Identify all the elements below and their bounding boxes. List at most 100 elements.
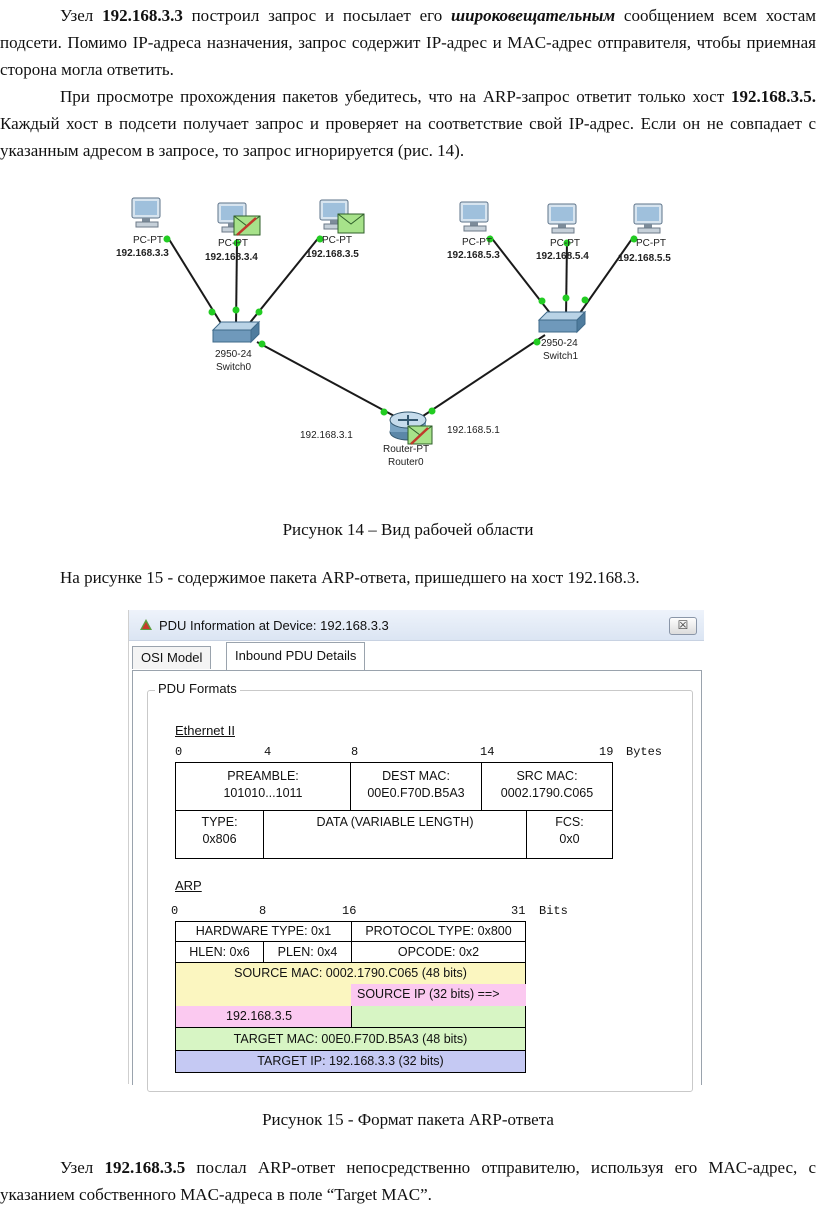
pc-ip-label: 192.168.5.5 — [618, 253, 671, 264]
pc-ip-label: 192.168.5.4 — [536, 251, 589, 262]
paragraph-1: Узел 192.168.3.3 построил запрос и посыл… — [0, 2, 816, 83]
type-field: TYPE: 0x806 — [175, 810, 264, 859]
envelope-icon — [407, 425, 433, 445]
tab-osi-model[interactable]: OSI Model — [132, 646, 212, 669]
scale-tick: 4 — [264, 745, 272, 759]
field-label: TYPE: — [201, 815, 238, 829]
target-mac-field-top — [351, 1006, 526, 1028]
source-mac-field: SOURCE MAC: 0002.1790.C065 (48 bits) — [175, 962, 526, 985]
scale-tick: 19 — [599, 745, 614, 759]
scale-tick: 0 — [171, 904, 179, 918]
pc-icon[interactable] — [633, 203, 663, 234]
text: Узел — [60, 1158, 105, 1177]
field-value: 00E0.F70D.B5A3 — [367, 786, 465, 800]
pc-icon[interactable] — [459, 201, 489, 232]
router-interface-ip: 192.168.3.1 — [300, 430, 353, 441]
window-titlebar: PDU Information at Device: 192.168.3.3 ☒ — [129, 610, 704, 641]
paragraph-2: При просмотре прохождения пакетов убедит… — [0, 83, 816, 164]
text: сообщением всем хостам подсети. Помимо I… — [0, 6, 816, 79]
fcs-field: FCS: 0x0 — [526, 810, 613, 859]
field-label: DEST MAC: — [382, 769, 450, 783]
target-mac-field: TARGET MAC: 00E0.F70D.B5A3 (48 bits) — [175, 1027, 526, 1051]
field-value: 0x806 — [202, 832, 237, 846]
pc-type-label: PC-PT — [636, 238, 666, 249]
link — [256, 341, 399, 419]
link — [565, 239, 568, 319]
pdu-formats-label: PDU Formats — [155, 681, 240, 696]
scale-tick: 16 — [342, 904, 357, 918]
figure-14-caption: Рисунок 14 – Вид рабочей области — [282, 520, 534, 539]
packet-tracer-icon — [140, 619, 152, 630]
tab-inbound-pdu-details[interactable]: Inbound PDU Details — [226, 642, 366, 671]
pc-type-label: PC-PT — [322, 235, 352, 246]
paragraph-4: Узел 192.168.3.5 послал ARP-ответ непоср… — [0, 1154, 816, 1208]
window-title: PDU Information at Device: 192.168.3.3 — [159, 618, 389, 633]
scale-tick: 0 — [175, 745, 183, 759]
pc-type-label: PC-PT — [550, 238, 580, 249]
preamble-field: PREAMBLE: 101010...1011 — [175, 762, 351, 811]
pc-type-label: PC-PT — [133, 235, 163, 246]
field-label: PREAMBLE: — [227, 769, 299, 783]
src-mac-field: SRC MAC: 0002.1790.C065 — [481, 762, 613, 811]
field-label: DATA (VARIABLE LENGTH) — [316, 815, 474, 829]
hardware-type-field: HARDWARE TYPE: 0x1 — [175, 921, 352, 942]
figure-15-caption: Рисунок 15 - Формат пакета ARP-ответа — [262, 1110, 554, 1129]
scale-unit: Bits — [539, 904, 568, 918]
text: На рисунке 15 - содержимое пакета ARP-от… — [60, 568, 640, 587]
pdu-formats-group — [147, 690, 693, 1092]
switch-model-label: 2950-24 — [215, 349, 252, 360]
close-button[interactable]: ☒ — [669, 617, 697, 635]
ip-address: 192.168.3.5. — [731, 87, 816, 106]
text: Узел — [60, 6, 103, 25]
pc-ip-label: 192.168.5.3 — [447, 250, 500, 261]
text: построил запрос и посылает его — [182, 6, 451, 25]
switch-icon[interactable] — [211, 320, 261, 344]
link — [489, 235, 558, 323]
ip-address: 192.168.3.5 — [104, 1158, 186, 1177]
switch-icon[interactable] — [537, 310, 587, 334]
router-model-label: Router-PT — [383, 444, 429, 455]
router-name-label: Router0 — [388, 457, 424, 468]
link — [419, 334, 546, 419]
dest-mac-field: DEST MAC: 00E0.F70D.B5A3 — [350, 762, 482, 811]
switch-model-label: 2950-24 — [541, 338, 578, 349]
router-interface-ip: 192.168.5.1 — [447, 425, 500, 436]
tab-bar: OSI Model Inbound PDU Details — [129, 642, 704, 672]
pc-icon[interactable] — [131, 197, 161, 228]
pc-ip-label: 192.168.3.3 — [116, 248, 169, 259]
link — [166, 235, 228, 334]
pc-ip-label: 192.168.3.4 — [205, 252, 258, 263]
source-ip-value: 192.168.3.5 — [175, 1006, 352, 1028]
envelope-icon — [337, 213, 365, 234]
field-value: 0002.1790.C065 — [500, 786, 594, 800]
link — [574, 235, 635, 321]
text: Каждый хост в подсети получает запрос и … — [0, 114, 816, 160]
network-topology-diagram: PC-PT 192.168.3.3 PC-PT 192.168.3.4 PC-P… — [116, 197, 671, 468]
data-field: DATA (VARIABLE LENGTH) — [263, 810, 527, 859]
port-indicators — [163, 235, 638, 416]
scale-tick: 31 — [511, 904, 526, 918]
switch-name-label: Switch1 — [543, 351, 578, 362]
ethernet-title: Ethernet II — [175, 723, 235, 738]
field-value: 101010...1011 — [223, 786, 303, 800]
emphasis: широковещательным — [450, 6, 616, 25]
opcode-field: OPCODE: 0x2 — [351, 941, 526, 963]
arp-title: ARP — [175, 878, 202, 893]
hlen-field: HLEN: 0x6 — [175, 941, 264, 963]
switch-name-label: Switch0 — [216, 362, 251, 373]
field-label: FCS: — [555, 815, 584, 829]
scale-tick: 8 — [259, 904, 267, 918]
target-ip-field: TARGET IP: 192.168.3.3 (32 bits) — [175, 1050, 526, 1073]
scale-tick: 14 — [480, 745, 495, 759]
envelope-icon — [233, 215, 261, 236]
paragraph-3: На рисунке 15 - содержимое пакета ARP-от… — [0, 564, 816, 591]
protocol-type-field: PROTOCOL TYPE: 0x800 — [351, 921, 526, 942]
source-mac-field-cont — [175, 984, 352, 1007]
ip-address: 192.168.3.3 — [102, 6, 183, 25]
plen-field: PLEN: 0x4 — [263, 941, 352, 963]
scale-tick: 8 — [351, 745, 359, 759]
pc-type-label: PC-PT — [462, 237, 492, 248]
pc-type-label: PC-PT — [218, 238, 248, 249]
text: послал ARP-ответ непосредственно отправи… — [0, 1158, 816, 1204]
pc-icon[interactable] — [547, 203, 577, 234]
